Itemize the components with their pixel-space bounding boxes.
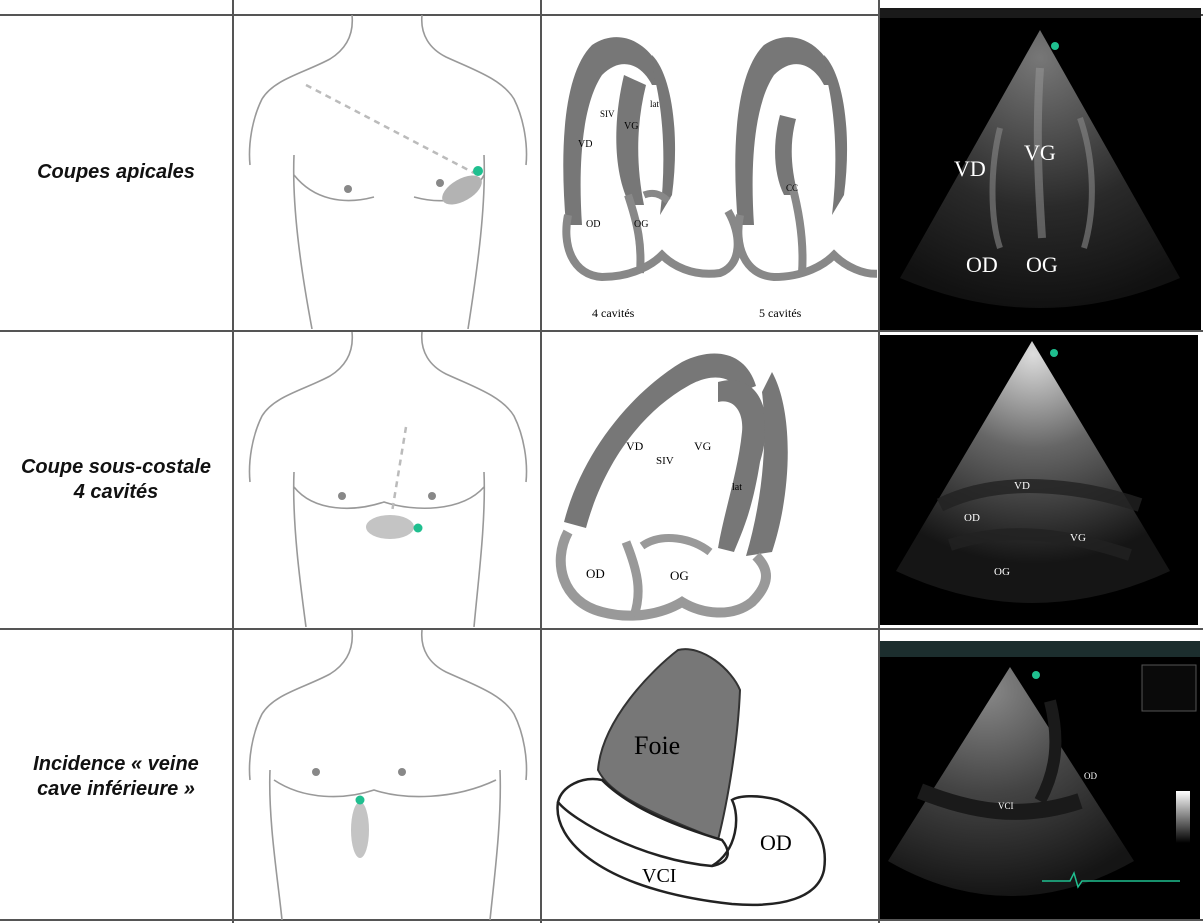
schema-label: OG <box>634 219 648 230</box>
probe-marker-icon <box>356 796 365 805</box>
nipple-marker <box>428 492 436 500</box>
apical-heart-schema: SIV lat VD VG OD OG 4 cavités CC 5 cavit… <box>542 15 877 329</box>
schema-label: OG <box>670 568 689 583</box>
row-label-apical: Coupes apicales <box>6 160 226 185</box>
schema-label: lat <box>650 99 659 109</box>
echo-subcostal-image: VD OD VG OG <box>880 335 1198 625</box>
probe-marker-icon <box>1050 349 1058 357</box>
nipple-marker <box>344 185 352 193</box>
probe-marker-icon <box>473 166 483 176</box>
probe-icon <box>351 802 369 858</box>
nipple-marker <box>436 179 444 187</box>
echo-label: VG <box>1024 140 1056 165</box>
schema-label: OD <box>586 566 605 581</box>
probe-marker-icon <box>1051 42 1059 50</box>
echo-label: OG <box>994 566 1010 578</box>
probe-marker-icon <box>1032 671 1040 679</box>
torso-ivc-drawing <box>234 630 539 920</box>
echo-label: VCI <box>998 801 1014 811</box>
row-label-line: Coupes apicales <box>6 160 226 185</box>
row-label-line: Incidence « veine <box>6 752 226 777</box>
subcostal-heart-schema: VD SIV VG lat OD OG <box>542 332 877 627</box>
nipple-marker <box>398 768 406 776</box>
schema-label: VD <box>578 139 592 150</box>
echo-label: OG <box>1026 252 1058 277</box>
schema-label: lat <box>732 482 742 493</box>
row-label-line: Coupe sous-costale <box>6 455 226 480</box>
schema-label: VD <box>626 439 644 453</box>
echo-label: OD <box>964 512 980 524</box>
echo-ivc-image: OD VCI <box>880 641 1200 919</box>
echo-label: OD <box>1084 771 1097 781</box>
echo-header-bar <box>880 641 1200 657</box>
torso-subcostal-drawing <box>234 332 539 627</box>
ivc-schema: Foie OD VCI <box>542 630 877 920</box>
schema-label: SIV <box>600 109 615 119</box>
echo-label: OD <box>966 252 998 277</box>
nipple-marker <box>312 768 320 776</box>
echo-settings-panel <box>1142 665 1196 711</box>
echo-label: VD <box>954 156 986 181</box>
schema-label: VG <box>624 121 638 132</box>
row-label-line: 4 cavités <box>6 480 226 505</box>
row-label-line: cave inférieure » <box>6 777 226 802</box>
echo-apical-image: VD VG OD OG <box>880 8 1201 330</box>
schema-caption: 4 cavités <box>592 306 635 320</box>
grayscale-bar <box>1176 791 1190 843</box>
schema-label: VCI <box>642 865 676 887</box>
schema-label: VG <box>694 439 712 453</box>
schema-caption: 5 cavités <box>759 306 802 320</box>
echo-label: VG <box>1070 532 1086 544</box>
four-chamber-schema: SIV lat VD VG OD OG 4 cavités <box>563 37 737 320</box>
schema-label: SIV <box>656 455 674 467</box>
schema-label: OD <box>586 219 600 230</box>
nipple-marker <box>338 492 346 500</box>
schema-label: Foie <box>634 731 680 760</box>
schema-label: OD <box>760 830 792 855</box>
schema-label: CC <box>786 183 798 193</box>
row-label-ivc: Incidence « veine cave inférieure » <box>6 752 226 802</box>
probe-icon <box>366 515 414 539</box>
echo-label: VD <box>1014 480 1030 492</box>
row-label-subcostal: Coupe sous-costale 4 cavités <box>6 455 226 505</box>
probe-marker-icon <box>414 524 423 533</box>
torso-apical-drawing <box>234 15 539 329</box>
five-chamber-schema: CC 5 cavités <box>735 37 877 320</box>
